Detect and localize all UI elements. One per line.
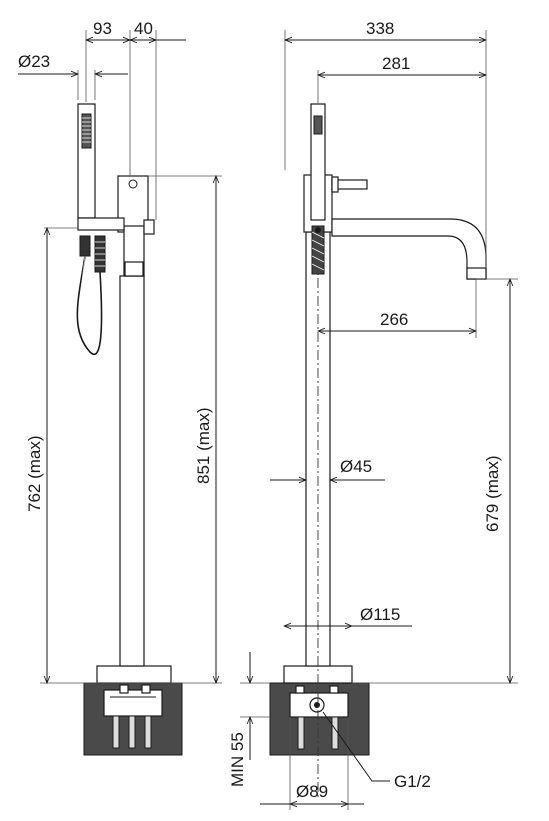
side-view: 338 281 266 Ø45 679 (max) Ø115 MIN 55 Ø8… bbox=[228, 19, 518, 810]
front-column bbox=[119, 275, 145, 667]
dim-height-851: 851 (max) bbox=[194, 407, 213, 484]
front-mounting-box bbox=[103, 689, 163, 717]
front-base-plate bbox=[96, 665, 172, 684]
front-floor-pipes bbox=[112, 715, 152, 749]
dim-thread-g12: G1/2 bbox=[394, 772, 431, 791]
side-spout bbox=[331, 218, 487, 280]
dim-40: 40 bbox=[134, 19, 153, 38]
dim-diameter-23: Ø23 bbox=[18, 52, 50, 71]
dim-281: 281 bbox=[382, 54, 410, 73]
dim-diameter-89: Ø89 bbox=[296, 782, 328, 801]
front-view: 93 40 Ø23 762 (max) 851 (max) bbox=[18, 19, 222, 756]
dim-height-762: 762 (max) bbox=[25, 435, 44, 512]
dim-338: 338 bbox=[366, 19, 394, 38]
dim-height-679: 679 (max) bbox=[483, 455, 502, 532]
dim-diameter-45: Ø45 bbox=[340, 457, 372, 476]
dim-93: 93 bbox=[93, 19, 112, 38]
front-hose bbox=[76, 255, 103, 355]
dim-266: 266 bbox=[380, 310, 408, 329]
dim-diameter-115: Ø115 bbox=[360, 605, 400, 624]
dim-min-55: MIN 55 bbox=[228, 732, 247, 787]
g12-leader bbox=[322, 711, 390, 782]
